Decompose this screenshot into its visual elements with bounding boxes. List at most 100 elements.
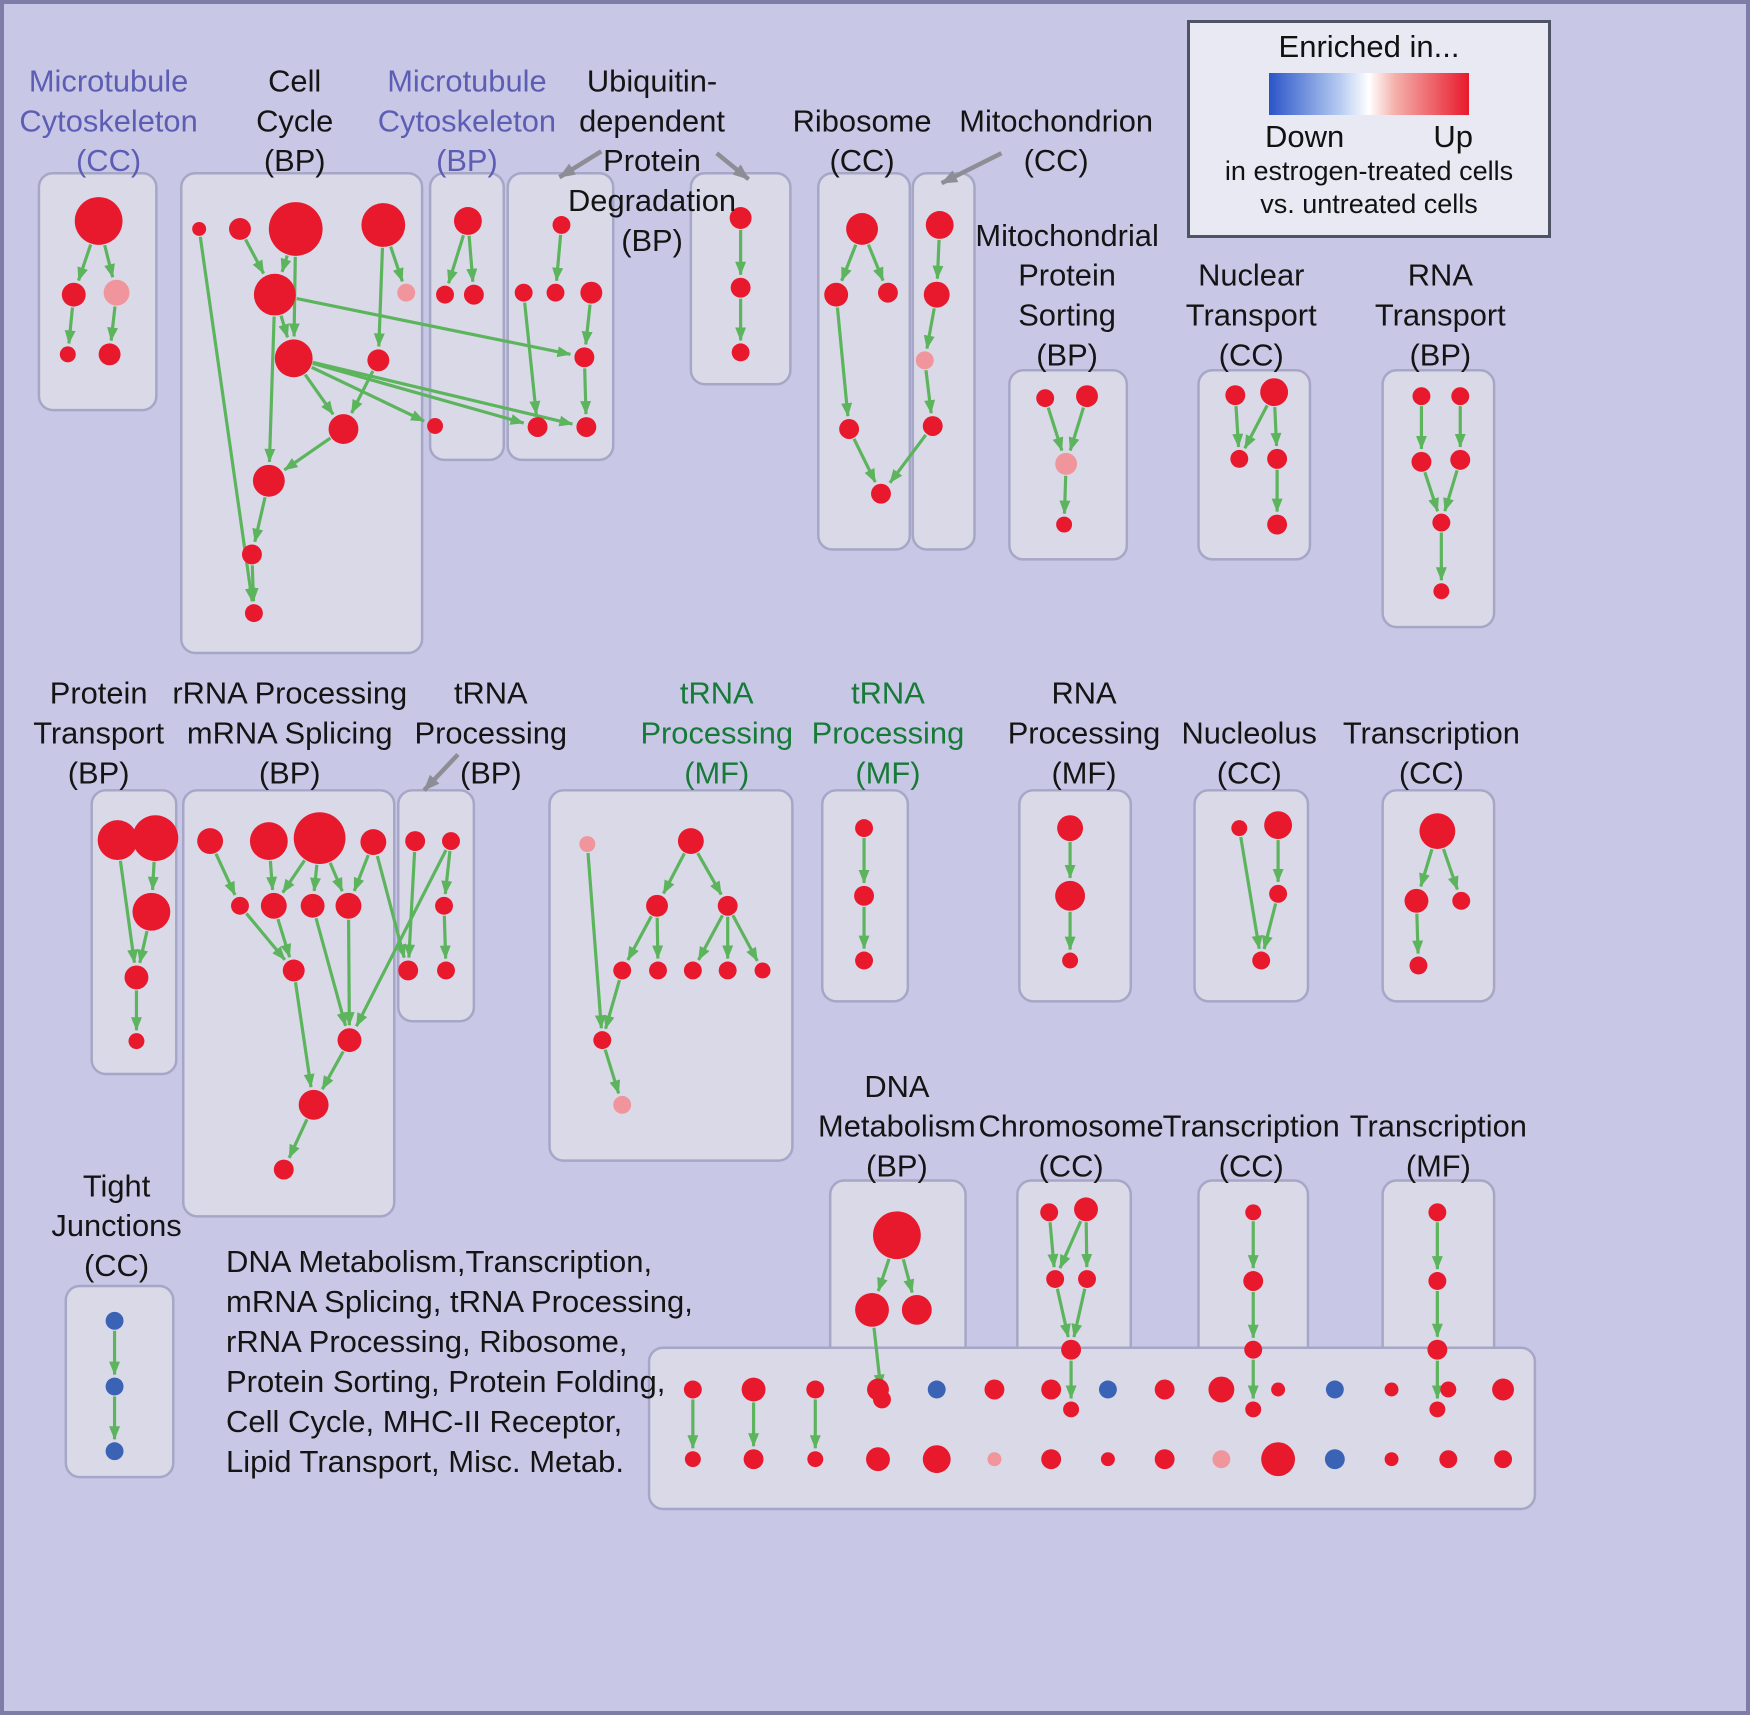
relation-arrow — [603, 979, 621, 1030]
go-term-node — [824, 282, 849, 307]
go-term-node — [1269, 884, 1288, 903]
go-term-node — [718, 961, 737, 980]
go-term-node — [398, 960, 419, 981]
relation-arrow — [696, 852, 723, 896]
relation-arrow — [245, 912, 287, 961]
layer-edges — [64, 229, 1466, 1449]
note-line-6: Lipid Transport, Misc. Metab. — [226, 1444, 624, 1479]
cluster-box-microtubule-cytoskeleton-bp — [428, 171, 505, 462]
cluster-label-mitochondrion-cc: Mitochondrion(CC) — [959, 103, 1153, 178]
go-term-node — [867, 1378, 889, 1401]
go-term-node — [1225, 385, 1246, 406]
go-term-node — [427, 418, 444, 434]
note-line-2: mRNA Splicing, tRNA Processing, — [226, 1284, 693, 1319]
go-term-node — [453, 207, 482, 235]
note-line-1: DNA Metabolism,Transcription, — [226, 1244, 653, 1279]
note-line-5: Cell Cycle, MHC-II Receptor, — [226, 1404, 623, 1439]
relation-arrow — [662, 852, 686, 895]
legend-title: Enriched in... — [1278, 29, 1460, 64]
go-term-node — [1245, 1204, 1262, 1221]
relation-arrow — [278, 315, 290, 339]
go-term-node — [132, 892, 171, 931]
cross-cluster-arrow — [312, 360, 574, 427]
go-term-node — [613, 961, 632, 980]
go-term-node — [300, 893, 325, 918]
relation-arrow — [523, 302, 541, 415]
go-term-node — [244, 604, 263, 623]
go-term-node — [335, 892, 362, 919]
go-term-node — [1325, 1380, 1344, 1399]
cluster-label-nucleolus-cc: Nucleolus(CC) — [1182, 716, 1317, 791]
go-term-node — [103, 279, 130, 306]
go-term-node — [1208, 1376, 1235, 1403]
relation-arrow — [343, 919, 355, 1026]
cluster-label-transcription-cc-2: Transcription(CC) — [1163, 1109, 1340, 1184]
go-term-node — [1412, 387, 1431, 406]
go-term-node — [987, 1452, 1002, 1467]
relation-arrow — [1262, 903, 1278, 950]
relation-arrow — [923, 308, 936, 350]
go-term-node — [925, 211, 954, 239]
cross-cluster-arrow — [296, 297, 572, 358]
go-term-node — [397, 283, 416, 302]
note-line-3: rRNA Processing, Ribosome, — [226, 1324, 628, 1359]
relation-arrow — [872, 1327, 885, 1389]
cluster-box-ribosome-cc — [817, 171, 912, 551]
go-term-node — [579, 836, 596, 853]
go-term-node — [260, 892, 287, 919]
go-term-node — [514, 283, 533, 302]
relation-arrow — [314, 917, 348, 1027]
relation-arrow — [310, 864, 321, 892]
relation-arrow — [731, 914, 759, 962]
relation-arrow — [389, 246, 404, 282]
go-term-node — [61, 282, 86, 307]
cluster-label-transcription-mf: Transcription(MF) — [1350, 1109, 1527, 1184]
label-pointer-arrow — [715, 151, 751, 181]
legend-down-label: Down — [1265, 119, 1345, 154]
relation-arrow — [1055, 1288, 1071, 1338]
relation-arrow — [404, 851, 417, 959]
go-term-node — [1154, 1379, 1175, 1400]
go-term-node — [367, 349, 390, 372]
relation-arrow — [280, 255, 292, 273]
go-term-node — [922, 416, 943, 436]
go-term-node — [437, 961, 455, 980]
relation-arrow — [866, 244, 885, 282]
cross-cluster-arrow — [888, 434, 928, 484]
go-term-node — [552, 216, 571, 234]
go-term-node — [741, 1377, 766, 1402]
cluster-box-nuclear-transport-cc — [1197, 369, 1312, 561]
go-term-node — [436, 285, 454, 304]
go-term-node — [923, 281, 950, 308]
go-term-node — [1267, 448, 1288, 469]
go-term-node — [105, 1442, 124, 1461]
relation-arrow — [77, 244, 93, 282]
go-term-node — [754, 962, 771, 979]
relation-arrow — [283, 436, 332, 472]
go-term-node — [337, 1028, 362, 1053]
go-term-node — [901, 1294, 932, 1325]
go-term-node — [1252, 951, 1271, 970]
relation-arrow — [303, 373, 335, 416]
go-term-node — [1264, 811, 1293, 840]
go-term-node — [1055, 452, 1078, 475]
relation-arrow — [1441, 848, 1459, 891]
go-term-node — [915, 351, 934, 370]
go-term-node — [855, 1292, 889, 1327]
go-term-node — [1061, 1339, 1082, 1360]
go-term-node — [1261, 1442, 1296, 1477]
go-term-node — [593, 1031, 612, 1050]
relation-arrow — [1423, 471, 1440, 512]
go-term-node — [1409, 956, 1428, 975]
go-term-node — [124, 965, 149, 990]
go-term-node — [1057, 815, 1084, 842]
relation-arrow — [266, 860, 278, 891]
go-term-node — [729, 207, 752, 229]
go-term-node — [1271, 1382, 1286, 1397]
go-term-node — [846, 213, 878, 245]
go-term-node — [576, 417, 597, 437]
relation-arrow — [287, 1118, 309, 1159]
